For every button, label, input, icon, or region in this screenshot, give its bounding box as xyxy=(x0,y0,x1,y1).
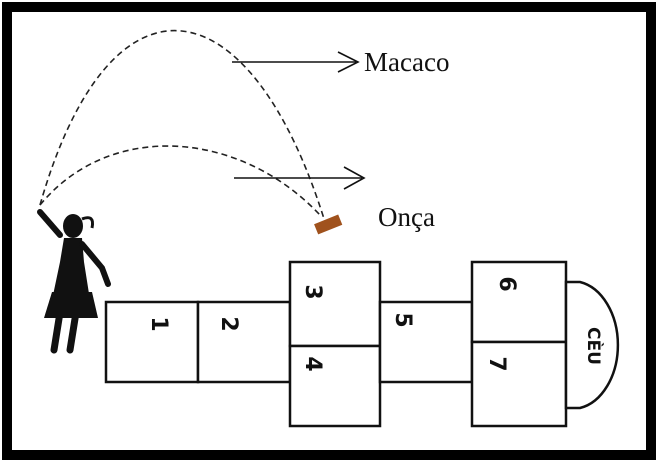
hopscotch-grid xyxy=(104,260,620,428)
cell-3 xyxy=(288,260,382,348)
cell-1 xyxy=(104,300,200,384)
trajectory-lower xyxy=(39,145,321,216)
arrow-onca xyxy=(234,166,366,190)
arrow-macaco xyxy=(232,51,360,73)
cell-4 xyxy=(288,344,382,428)
cell-label-2: 2 xyxy=(216,316,241,331)
label-onca: Onça xyxy=(378,202,435,232)
cell-2 xyxy=(196,300,292,384)
trajectory-upper xyxy=(39,30,326,223)
cell-label-7: 7 xyxy=(484,356,509,371)
cell-label-5: 5 xyxy=(390,312,415,327)
cell-label-4: 4 xyxy=(300,356,325,371)
cell-6 xyxy=(470,260,568,344)
label-macaco: Macaco xyxy=(364,47,449,77)
stone-marker-icon xyxy=(314,214,343,235)
ceu-label: CÈU xyxy=(583,327,605,365)
cell-label-3: 3 xyxy=(300,284,325,299)
cell-7 xyxy=(470,340,568,428)
cell-label-1: 1 xyxy=(146,316,171,331)
child-silhouette-icon xyxy=(37,209,111,354)
cell-label-6: 6 xyxy=(494,276,519,291)
cell-ceu xyxy=(564,280,620,410)
